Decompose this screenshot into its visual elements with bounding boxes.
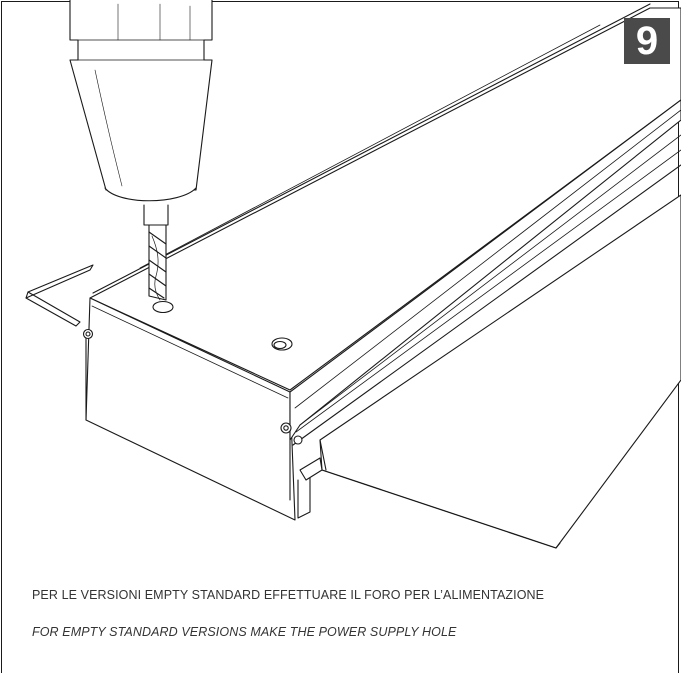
profile-lower-lip xyxy=(297,194,681,549)
drill xyxy=(69,0,213,301)
step-number-badge: 9 xyxy=(624,18,670,64)
existing-hole xyxy=(271,337,293,351)
back-flange xyxy=(25,264,94,327)
profile-front-rail xyxy=(289,99,681,446)
instruction-text-english: FOR EMPTY STANDARD VERSIONS MAKE THE POW… xyxy=(32,625,457,639)
drilled-hole xyxy=(152,300,174,314)
instruction-text-italian: PER LE VERSIONI EMPTY STANDARD EFFETTUAR… xyxy=(32,588,545,602)
profile-top-surface xyxy=(89,3,681,391)
drill-into-profile-illustration xyxy=(25,0,681,549)
screw-heads xyxy=(82,328,303,445)
